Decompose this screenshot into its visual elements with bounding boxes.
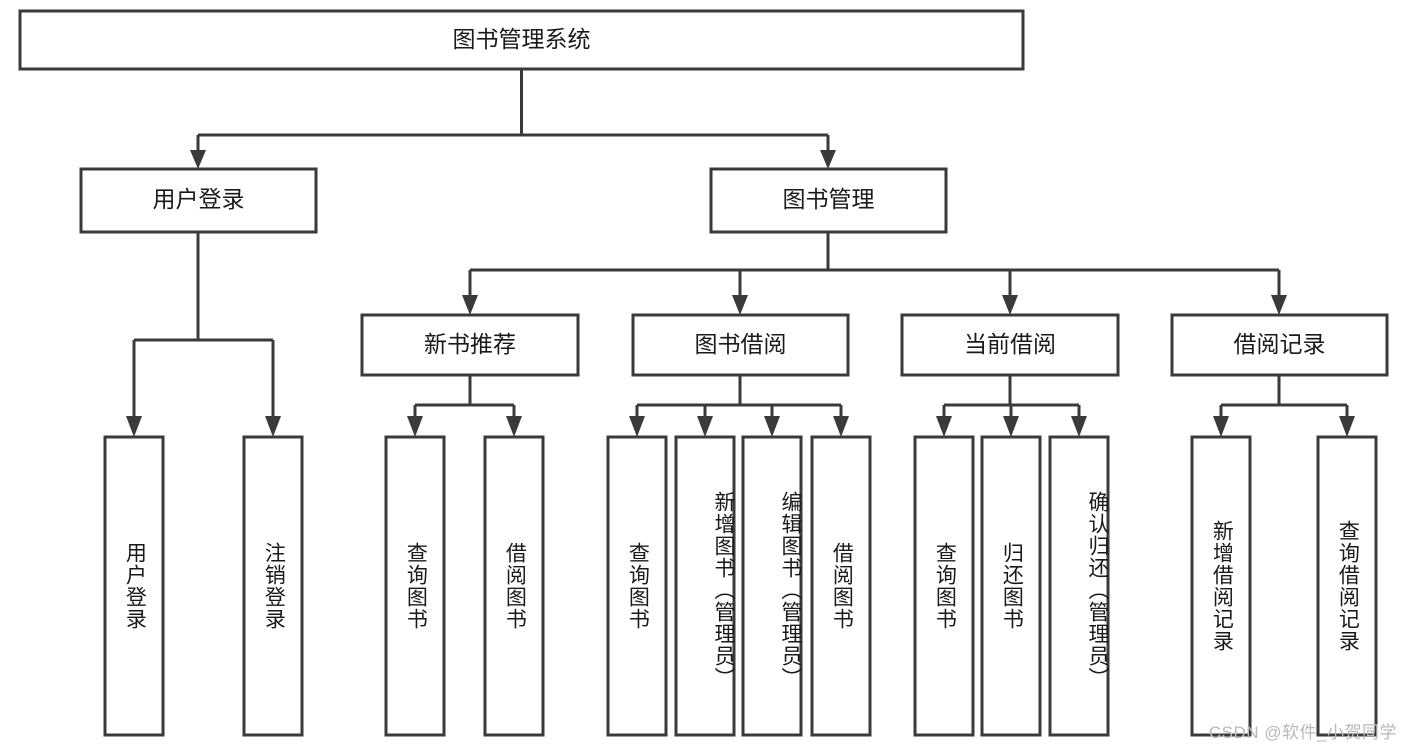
arrow-icon — [1271, 295, 1287, 315]
node-borrow-book-1[interactable] — [483, 435, 545, 737]
node-book-borrowing-label: 图书借阅 — [695, 331, 787, 357]
node-current-borrowing[interactable]: 当前借阅 — [900, 313, 1120, 377]
node-return-book[interactable] — [980, 435, 1042, 737]
node-user-login[interactable]: 用户登录 — [79, 167, 318, 234]
connector-userlogin-to-leaves — [126, 232, 281, 437]
connector-root-to-level2 — [190, 69, 836, 169]
node-book-management[interactable]: 图书管理 — [709, 167, 948, 234]
arrow-icon — [732, 295, 748, 315]
node-user-login-action[interactable] — [103, 435, 165, 737]
arrow-icon — [1003, 416, 1019, 437]
watermark: CSDN @软件_小贺同学 — [1208, 723, 1397, 742]
node-confirm-return-admin[interactable] — [1048, 435, 1110, 737]
arrow-icon — [265, 416, 281, 437]
node-new-book-recommend-label: 新书推荐 — [424, 331, 516, 357]
arrow-icon — [936, 416, 952, 437]
arrow-icon — [190, 150, 206, 169]
arrow-icon — [764, 416, 780, 437]
node-book-borrowing[interactable]: 图书借阅 — [631, 313, 850, 377]
node-query-book-1[interactable] — [384, 435, 446, 737]
connector-borrowrecord-to-leaves — [1213, 375, 1355, 437]
arrow-icon — [506, 416, 522, 437]
connector-bookmgmt-to-level3 — [462, 232, 1287, 315]
node-user-logout-action[interactable] — [242, 435, 304, 737]
arrow-icon — [1071, 416, 1087, 437]
node-query-borrow-record[interactable] — [1316, 435, 1378, 737]
arrow-icon — [629, 416, 645, 437]
node-borrow-records-label: 借阅记录 — [1234, 331, 1326, 357]
node-edit-book-admin[interactable] — [741, 435, 803, 737]
node-new-book-recommend[interactable]: 新书推荐 — [360, 313, 580, 377]
node-book-management-label: 图书管理 — [783, 186, 875, 212]
arrow-icon — [697, 416, 713, 437]
connector-currentborrow-to-leaves — [936, 375, 1087, 437]
arrow-icon — [407, 416, 423, 437]
node-add-book-admin[interactable] — [674, 435, 736, 737]
arrow-icon — [1002, 295, 1018, 315]
arrow-icon — [462, 295, 478, 315]
node-query-book-3[interactable] — [913, 435, 975, 737]
leaf-boxes — [103, 435, 1378, 737]
node-current-borrowing-label: 当前借阅 — [964, 331, 1056, 357]
node-borrow-records[interactable]: 借阅记录 — [1170, 313, 1389, 377]
arrow-icon — [126, 416, 142, 437]
arrow-icon — [820, 150, 836, 169]
node-root[interactable]: 图书管理系统 — [18, 9, 1025, 71]
arrow-icon — [1339, 416, 1355, 437]
node-query-book-2[interactable] — [606, 435, 668, 737]
connector-bookborrow-to-leaves — [629, 375, 849, 437]
arrow-icon — [1213, 416, 1229, 437]
node-root-label: 图书管理系统 — [453, 26, 591, 52]
node-borrow-book-2[interactable] — [810, 435, 872, 737]
node-user-login-label: 用户登录 — [153, 186, 245, 212]
node-add-borrow-record[interactable] — [1190, 435, 1252, 737]
connector-newbook-to-leaves — [407, 375, 522, 437]
arrow-icon — [833, 416, 849, 437]
